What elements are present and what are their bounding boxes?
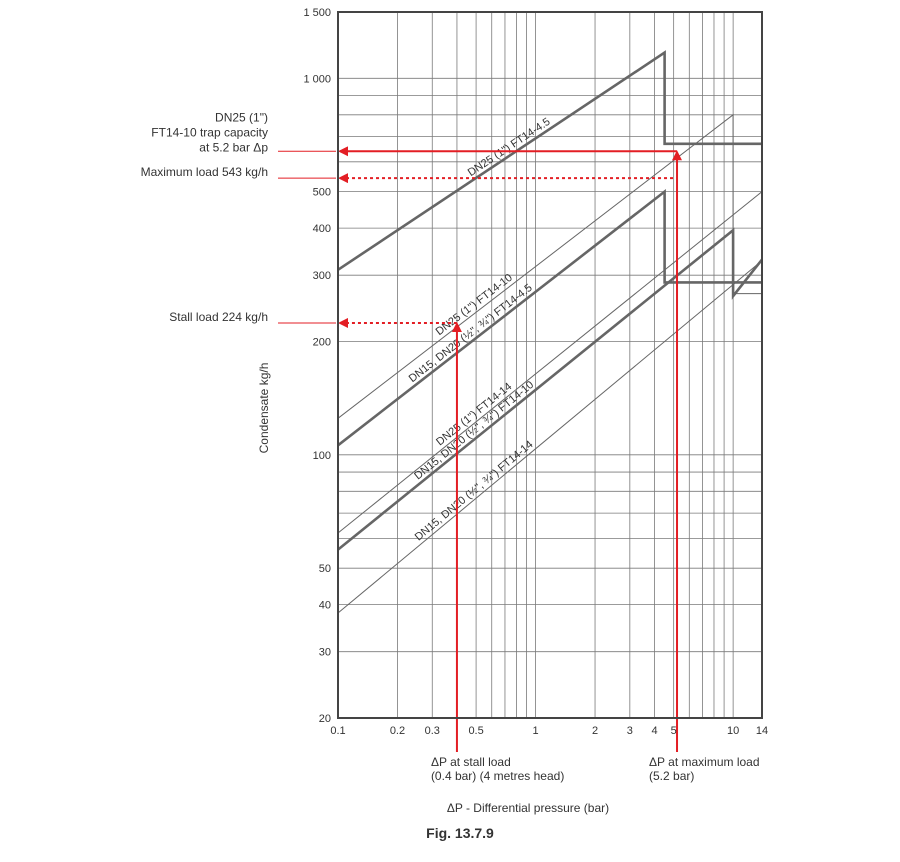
- y-axis-label: Condensate kg/h: [257, 363, 271, 454]
- grid: [338, 12, 762, 718]
- x-tick-label: 1: [533, 725, 539, 737]
- dp-max-label: (5.2 bar): [649, 769, 694, 783]
- y-tick-label: 200: [313, 336, 331, 348]
- x-tick-label: 2: [592, 725, 598, 737]
- plot-border: [337, 11, 763, 719]
- y-tick-label: 50: [319, 563, 331, 575]
- trap-capacity-label: DN25 (1"): [215, 110, 268, 124]
- y-tick-label: 20: [319, 713, 331, 725]
- trap-curve: [337, 113, 762, 419]
- x-tick-label: 0.5: [468, 725, 483, 737]
- x-tick-label: 5: [671, 725, 677, 737]
- x-tick-label: 0.2: [390, 725, 405, 737]
- trap-curve: [337, 50, 762, 271]
- trap-capacity-label: FT14-10 trap capacity: [151, 125, 268, 139]
- x-tick-label: 14: [756, 725, 768, 737]
- y-tick-label: 400: [313, 223, 331, 235]
- tick-labels: 0.1 0.2 0.3 0.5 1 2 3 4 5 10 14 20 30 40 50 100 200 300 40…: [303, 7, 768, 737]
- dp-stall-label: (0.4 bar) (4 metres head): [431, 769, 564, 783]
- stall-load-label: Stall load 224 kg/h: [169, 310, 268, 324]
- x-tick-label: 10: [727, 725, 739, 737]
- y-tick-label: 30: [319, 647, 331, 659]
- y-tick-label: 100: [313, 450, 331, 462]
- x-axis-label: ΔP - Differential pressure (bar): [447, 801, 609, 815]
- figure-caption: Fig. 13.7.9: [426, 825, 494, 841]
- x-tick-label: 0.3: [425, 725, 440, 737]
- x-tick-label: 0.1: [330, 725, 345, 737]
- trap-curve-label: DN15, DN20 (½", ¾") FT14-4.5: [407, 282, 535, 385]
- plot-frame: [337, 11, 763, 719]
- trap-curve: [337, 188, 762, 447]
- x-tick-label: 4: [651, 725, 657, 737]
- y-tick-label: 1 000: [303, 73, 331, 85]
- y-tick-label: 40: [319, 600, 331, 612]
- y-tick-label: 300: [313, 270, 331, 282]
- max-load-label: Maximum load 543 kg/h: [141, 165, 268, 179]
- load-markers: [278, 146, 683, 752]
- trap-curve: [337, 260, 763, 614]
- y-tick-label: 500: [313, 187, 331, 199]
- trap-curves: [337, 50, 764, 614]
- y-tick-label: 1 500: [303, 7, 331, 19]
- trap-curve: [337, 227, 764, 551]
- dp-max-label: ΔP at maximum load: [649, 755, 760, 769]
- trap-curve: [337, 191, 763, 534]
- trap-capacity-label: at 5.2 bar Δp: [199, 140, 268, 154]
- trap-curve-label: DN15, DN20 (½", ¾") FT14-10: [412, 379, 536, 482]
- dp-stall-label: ΔP at stall load: [431, 755, 511, 769]
- x-tick-label: 3: [627, 725, 633, 737]
- trap-curve-label: DN25 (1") FT14-4.5: [466, 116, 553, 179]
